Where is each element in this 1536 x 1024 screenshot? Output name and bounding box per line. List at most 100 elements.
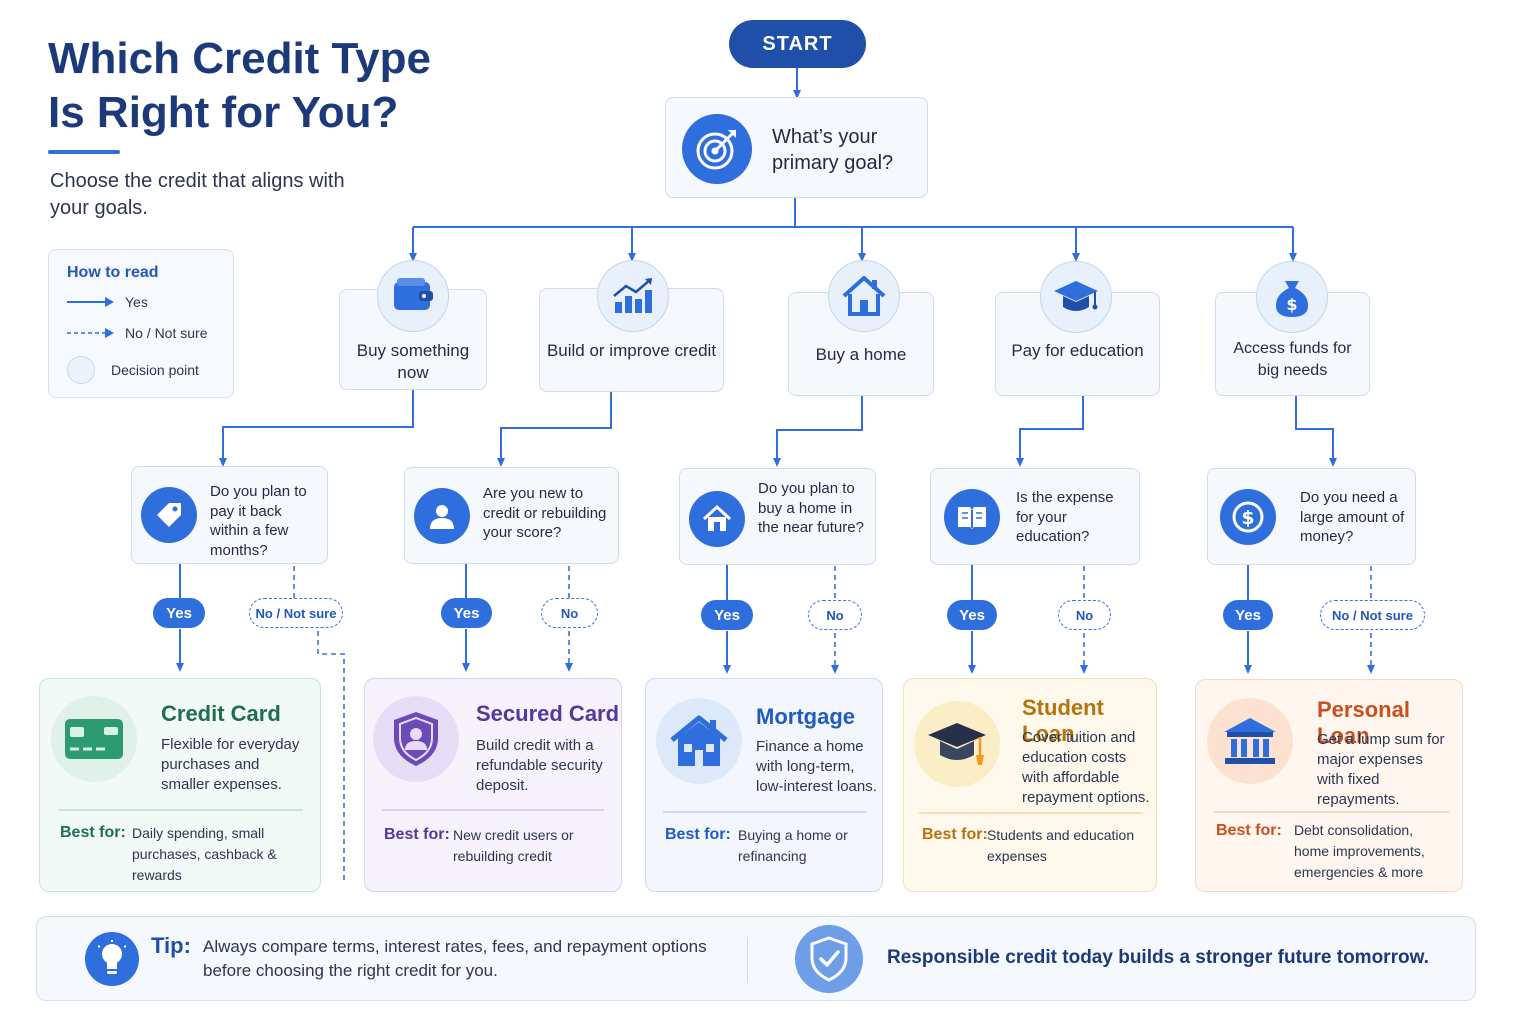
no-pill-funds: No / Not sure — [1320, 600, 1425, 630]
card-best-for: Debt consolidation, home improvements, e… — [1294, 822, 1425, 880]
tip-text: Always compare terms, interest rates, fe… — [203, 937, 707, 980]
card-best-for-label: Best for: — [665, 826, 731, 843]
no-pill-build: No — [541, 598, 598, 628]
connector-buy-question — [219, 390, 414, 467]
connector-build-question — [497, 392, 612, 467]
question-edu: Is the expense for your education? — [930, 468, 1140, 565]
question-text: Do you need a large amount of money? — [1300, 489, 1405, 545]
no-pill-home: No — [808, 600, 862, 630]
page-subtitle: Choose the credit that aligns with your … — [50, 170, 345, 219]
card-best-for-label: Best for: — [1216, 822, 1282, 839]
yes-pill-funds: Yes — [1223, 600, 1273, 630]
result-card-student-loan: Student Loan Cover tuition and education… — [903, 678, 1157, 892]
shield-check-icon — [795, 925, 863, 993]
legend-decision-row: Decision point — [67, 356, 199, 384]
card-title: Credit Card — [161, 701, 281, 726]
legend-title: How to read — [67, 264, 159, 281]
house-icon — [656, 698, 742, 784]
card-best-for-label: Best for: — [922, 826, 988, 843]
category-label: Access funds for big needs — [1233, 340, 1352, 379]
card-best-for: Daily spending, small purchases, cashbac… — [132, 825, 277, 883]
card-best-for-label: Best for: — [60, 824, 126, 841]
tagline: Responsible credit today builds a strong… — [887, 947, 1429, 968]
card-divider — [1213, 811, 1449, 813]
page-title-line-2: Is Right for You? — [48, 88, 399, 137]
lightbulb-icon — [85, 932, 139, 986]
category-label: Build or improve credit — [546, 341, 717, 360]
solid-arrow-icon — [67, 297, 114, 307]
legend-no-label: No / Not sure — [125, 325, 208, 341]
goal-question-text: What’s your primary goal? — [772, 126, 894, 174]
credit-card-icon — [51, 696, 137, 782]
goal-question-box: What’s your primary goal? — [665, 97, 928, 198]
connector-home-question — [773, 396, 863, 467]
tip-bar: Tip: Always compare terms, interest rate… — [36, 916, 1476, 1001]
category-buy-something-now: Buy something now — [339, 289, 487, 390]
card-divider — [919, 812, 1143, 814]
category-build-or-improve-credit: Build or improve credit — [539, 288, 724, 392]
result-card-secured-card: Secured Card Build credit with a refunda… — [364, 678, 622, 892]
money-bag-icon: $ — [1256, 261, 1328, 333]
result-card-credit-card: Credit Card Flexible for everyday purcha… — [39, 678, 321, 892]
yes-pill-buy: Yes — [153, 598, 205, 628]
legend-yes-row: Yes — [67, 294, 148, 310]
title-underline — [48, 150, 120, 154]
legend-yes-label: Yes — [125, 294, 148, 310]
no-pill-buy: No / Not sure — [249, 598, 343, 628]
connector-buy-no-bottom — [317, 631, 345, 884]
card-best-for: Buying a home or refinancing — [738, 827, 848, 864]
connector-edu-question — [1016, 396, 1084, 467]
card-divider — [382, 809, 604, 811]
legend: How to read Yes No / Not sure Decision p… — [48, 249, 234, 398]
question-funds: $ Do you need a large amount of money? — [1207, 468, 1416, 565]
user-icon — [414, 487, 470, 544]
card-description: Finance a home with long-term, low-inter… — [756, 738, 877, 795]
card-title: Student Loan — [1022, 695, 1104, 746]
book-icon — [944, 488, 1000, 545]
card-best-for: Students and education expenses — [987, 827, 1135, 864]
card-divider — [59, 809, 303, 811]
yes-pill-edu: Yes — [947, 600, 997, 630]
card-description: Get a lump sum for major expenses with f… — [1317, 731, 1445, 808]
question-text: Do you plan to buy a home in the near fu… — [758, 480, 864, 536]
result-card-mortgage: Mortgage Finance a home with long-term, … — [645, 678, 883, 892]
legend-no-row: No / Not sure — [67, 325, 207, 341]
result-card-personal-loan: Personal Loan Get a lump sum for major e… — [1195, 679, 1463, 892]
graduation-cap-icon — [914, 701, 1000, 787]
decision-circle-icon — [67, 356, 95, 384]
card-best-for-label: Best for: — [384, 826, 450, 843]
tip-label: Tip: — [151, 933, 191, 958]
card-description: Cover tuition and education costs with a… — [1022, 729, 1150, 806]
start-node: START — [729, 20, 866, 68]
question-text: Are you new to credit or rebuilding your… — [483, 485, 607, 541]
question-text: Is the expense for your education? — [1016, 489, 1114, 545]
question-build: Are you new to credit or rebuilding your… — [404, 467, 619, 564]
wallet-icon — [377, 260, 449, 332]
category-label: Pay for education — [1011, 341, 1144, 360]
shield-user-icon — [373, 696, 459, 782]
page-title-line-1: Which Credit Type — [48, 34, 431, 83]
question-buy: Do you plan to pay it back within a few … — [131, 466, 328, 564]
bank-icon — [1207, 698, 1293, 784]
growth-chart-icon — [597, 260, 669, 332]
card-best-for: New credit users or rebuilding credit — [453, 827, 574, 864]
category-label: Buy something now — [356, 341, 470, 382]
yes-pill-home: Yes — [701, 600, 753, 630]
connector-funds-question — [1295, 396, 1337, 467]
card-title: Secured Card — [476, 701, 620, 726]
svg-text:$: $ — [1286, 295, 1297, 314]
card-title: Personal Loan — [1317, 697, 1410, 748]
svg-text:$: $ — [1241, 507, 1254, 529]
house-icon — [689, 490, 745, 547]
dollar-coin-icon: $ — [1220, 488, 1276, 545]
tip-divider — [747, 937, 748, 983]
dashed-arrow-icon — [67, 328, 114, 338]
page-title: Which Credit Type Is Right for You? — [48, 32, 468, 140]
yes-pill-build: Yes — [441, 598, 492, 628]
question-home: Do you plan to buy a home in the near fu… — [679, 468, 876, 565]
graduation-cap-icon — [1040, 261, 1112, 333]
no-pill-edu: No — [1058, 600, 1111, 630]
card-description: Build credit with a refundable security … — [476, 737, 603, 794]
tag-icon — [141, 487, 197, 543]
target-icon — [682, 114, 752, 184]
